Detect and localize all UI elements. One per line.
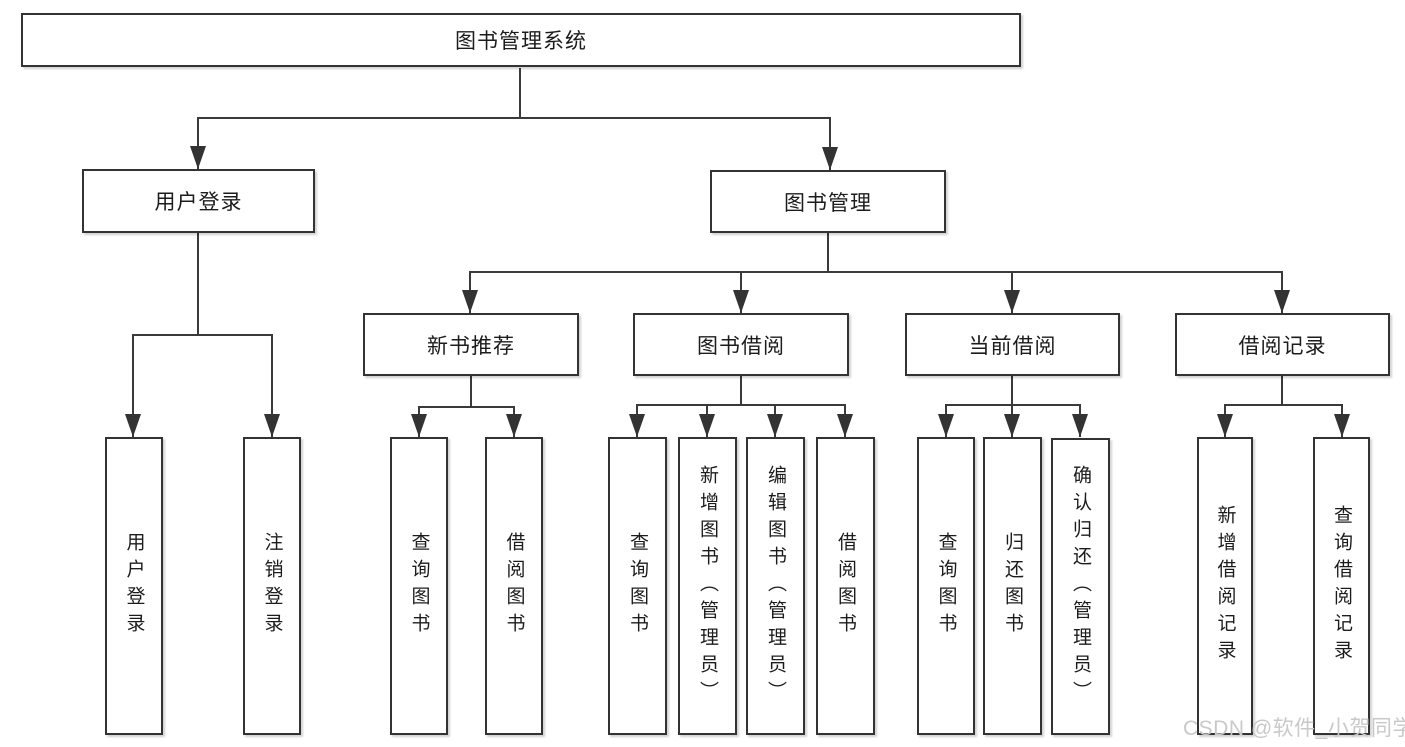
leaf-borrow-books: 借阅图书	[816, 437, 875, 735]
connector-line	[945, 404, 1081, 406]
arrow-down-icon	[822, 147, 838, 170]
node-library-management-system: 图书管理系统	[21, 13, 1021, 67]
node-book-management: 图书管理	[710, 170, 946, 233]
arrow-down-icon	[1072, 414, 1088, 437]
arrow-down-icon	[1004, 290, 1020, 313]
leaf-logout: 注销登录	[243, 437, 301, 735]
connector-line	[132, 334, 273, 336]
leaf-borrow-books: 借阅图书	[485, 437, 543, 735]
arrow-down-icon	[462, 290, 478, 313]
connector-line	[829, 118, 831, 170]
connector-line	[197, 118, 199, 169]
arrow-down-icon	[938, 414, 954, 437]
connector-line	[519, 68, 521, 118]
node-new-book-recommendation: 新书推荐	[363, 313, 579, 376]
leaf-query-books: 查询图书	[917, 437, 975, 735]
leaf-query-borrow-record: 查询借阅记录	[1313, 437, 1370, 735]
arrow-down-icon	[264, 414, 280, 437]
connector-line	[636, 404, 846, 406]
connector-line	[470, 376, 472, 407]
connector-line	[1281, 376, 1283, 405]
leaf-confirm-return-admin: 确认归还（管理员）	[1051, 438, 1110, 735]
connector-line	[827, 233, 829, 272]
arrow-down-icon	[1004, 414, 1020, 437]
connector-line	[197, 117, 831, 119]
arrow-down-icon	[1274, 290, 1290, 313]
connector-line	[418, 406, 515, 408]
leaf-query-books: 查询图书	[390, 437, 448, 735]
leaf-query-books: 查询图书	[608, 437, 667, 735]
arrow-down-icon	[125, 414, 141, 437]
connector-line	[740, 376, 742, 405]
connector-line	[132, 335, 134, 437]
node-book-borrowing: 图书借阅	[633, 313, 849, 376]
node-borrowing-records: 借阅记录	[1175, 313, 1390, 376]
arrow-down-icon	[733, 290, 749, 313]
arrow-down-icon	[411, 414, 427, 437]
arrow-down-icon	[629, 414, 645, 437]
arrow-down-icon	[1334, 414, 1350, 437]
arrow-down-icon	[767, 414, 783, 437]
arrow-down-icon	[699, 414, 715, 437]
connector-line	[1224, 404, 1343, 406]
arrow-down-icon	[506, 414, 522, 437]
connector-line	[197, 233, 199, 335]
leaf-add-borrow-record: 新增借阅记录	[1197, 437, 1253, 735]
connector-line	[1011, 376, 1013, 405]
connector-line	[469, 271, 1283, 273]
arrow-down-icon	[837, 414, 853, 437]
leaf-add-books-admin: 新增图书（管理员）	[678, 437, 737, 735]
arrow-down-icon	[190, 146, 206, 169]
arrow-down-icon	[1217, 414, 1233, 437]
leaf-edit-books-admin: 编辑图书（管理员）	[746, 437, 805, 735]
watermark: CSDN @软件_小贺同学	[1183, 717, 1405, 740]
node-user-login: 用户登录	[82, 169, 315, 233]
node-current-borrowing: 当前借阅	[905, 313, 1120, 376]
leaf-return-books: 归还图书	[983, 437, 1042, 735]
connector-line	[271, 335, 273, 437]
leaf-user-login: 用户登录	[105, 437, 163, 735]
